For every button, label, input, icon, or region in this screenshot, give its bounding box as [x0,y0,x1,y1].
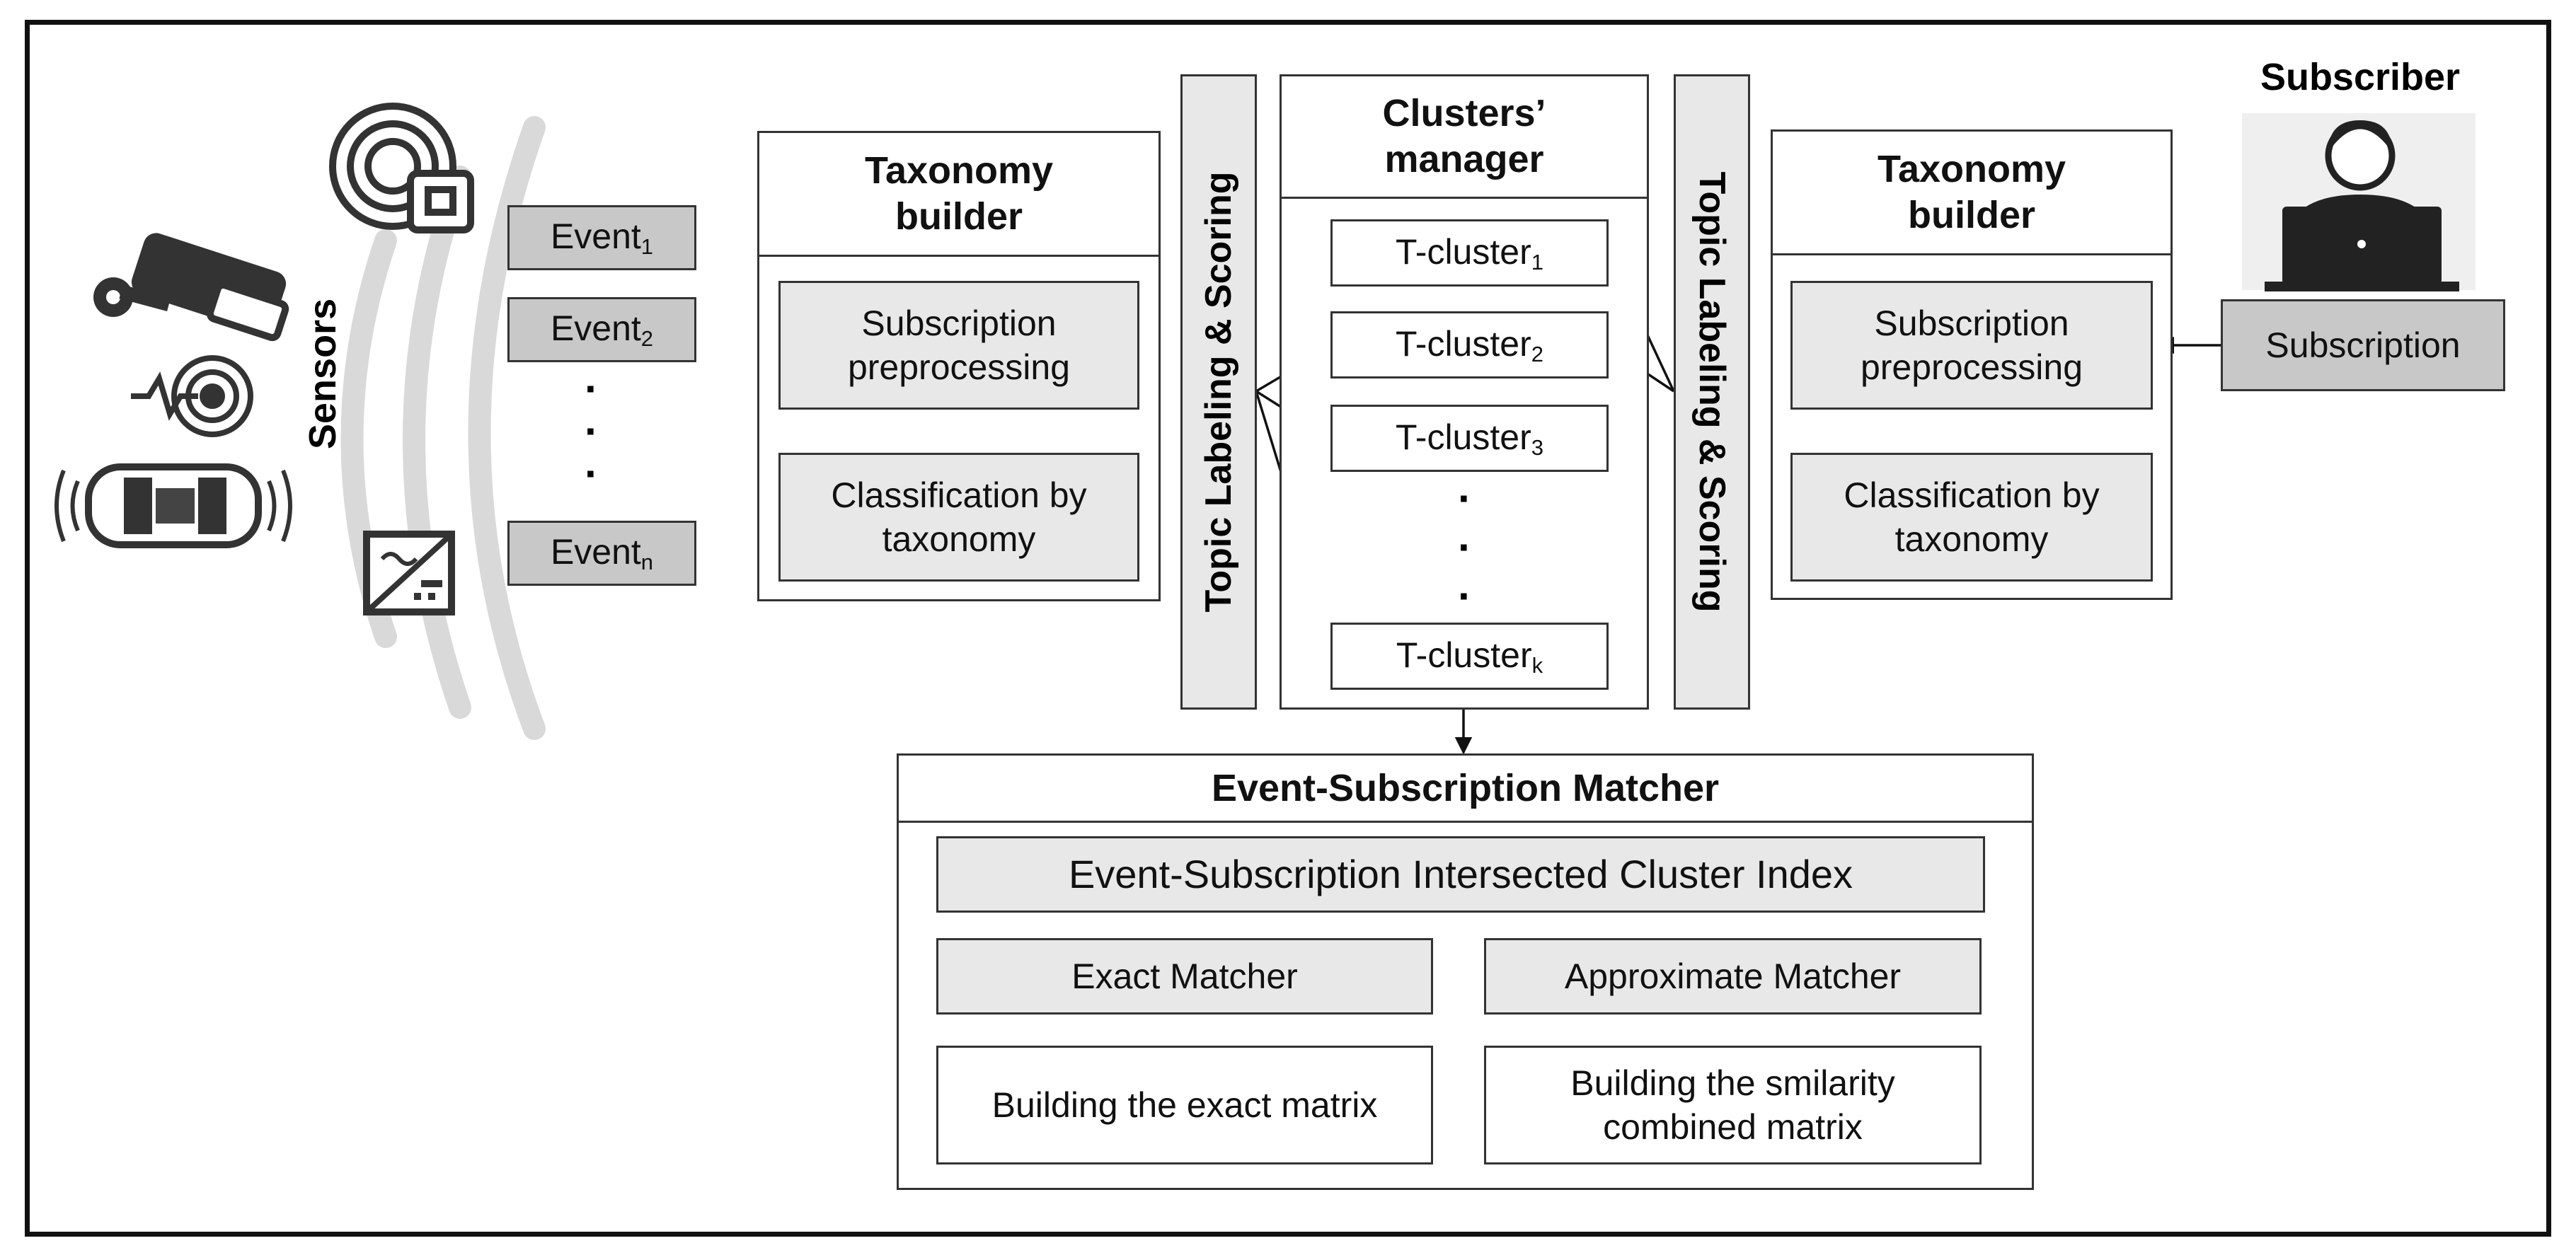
left-classification-by-taxonomy: Classification by taxonomy [778,453,1139,582]
right-topic-labeling-label: Topic Labeling & Scoring [1691,171,1732,613]
right-subscription-preprocessing: Subscription preprocessing [1790,281,2153,410]
event-2-label: Event2 [550,308,654,351]
left-topic-labeling-label: Topic Labeling & Scoring [1198,171,1239,613]
event-box-1: Event1 [507,205,696,270]
event-n-label: Eventn [550,532,654,574]
events-ellipsis: ··· [585,365,599,497]
sensors-label: Sensors [301,298,344,449]
left-subscription-preprocessing: Subscription preprocessing [778,281,1139,410]
matcher-title: Event-Subscription Matcher [899,756,2032,823]
clusters-manager-title: Clusters’manager [1282,76,1647,199]
intersected-cluster-index: Event-Subscription Intersected Cluster I… [936,836,1985,913]
exact-matrix-builder: Building the exact matrix [936,1046,1433,1164]
right-classification-by-taxonomy: Classification by taxonomy [1790,453,2153,582]
t-cluster-1-label: T-cluster1 [1396,231,1543,274]
t-cluster-3: T-cluster3 [1330,405,1609,472]
event-box-n: Eventn [507,521,696,586]
left-topic-labeling-bar [1180,74,1257,710]
t-cluster-k: T-clusterk [1330,623,1609,690]
t-cluster-k-label: T-clusterk [1396,635,1543,678]
right-topic-labeling-bar [1674,74,1750,710]
subscription-box: Subscription [2221,299,2505,391]
approximate-matcher: Approximate Matcher [1484,938,1982,1015]
event-1-label: Event1 [550,216,654,259]
similarity-matrix-builder: Building the smilarity combined matrix [1484,1046,1982,1164]
event-box-2: Event2 [507,297,696,362]
t-cluster-2: T-cluster2 [1330,311,1609,378]
t-cluster-3-label: T-cluster3 [1396,417,1543,460]
clusters-ellipsis: ··· [1458,475,1472,620]
t-cluster-1: T-cluster1 [1330,219,1609,287]
t-cluster-2-label: T-cluster2 [1396,323,1543,366]
subscriber-title: Subscriber [2260,56,2461,98]
exact-matcher: Exact Matcher [936,938,1433,1015]
clusters-manager: Clusters’manager [1280,74,1649,710]
